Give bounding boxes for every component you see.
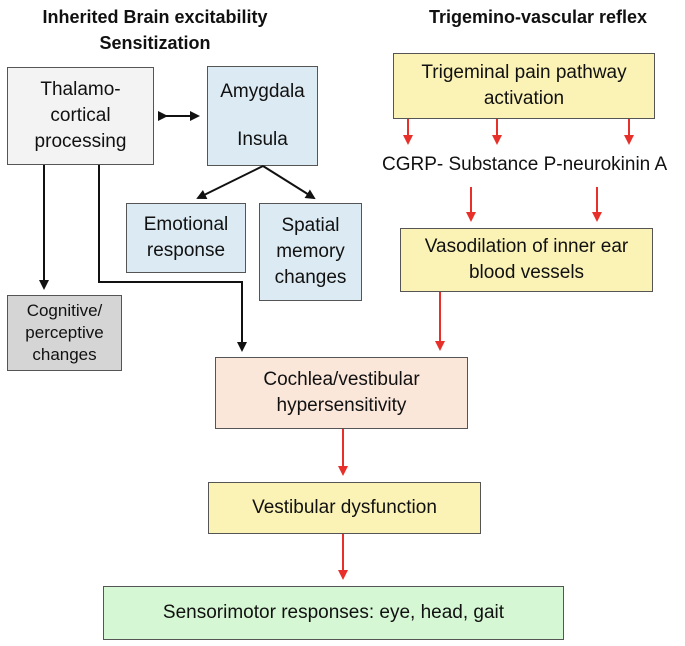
vestibular-dysfunction-box: Vestibular dysfunction — [208, 482, 481, 534]
left-header-line-1: Inherited Brain excitability — [42, 7, 268, 27]
vasodilation-line-2: blood vessels — [468, 262, 585, 283]
left-header-line-2: Sensitization — [99, 33, 211, 53]
cochlea-line-1: Cochlea/vestibular — [263, 369, 420, 390]
spatial-memory-box: Spatial memory changes — [259, 203, 362, 301]
emotional-response-box: Emotional response — [126, 203, 246, 273]
spatial-line-3: changes — [274, 267, 347, 288]
cochlea-vestibular-box: Cochlea/vestibular hypersensitivity — [215, 357, 468, 429]
vasodilation-box: Vasodilation of inner ear blood vessels — [400, 228, 653, 292]
vasodilation-line-1: Vasodilation of inner ear — [424, 236, 629, 257]
thalamo-line-1: Thalamo- — [40, 79, 121, 100]
sensorimotor-label: Sensorimotor responses: eye, head, gait — [162, 602, 505, 623]
sensorimotor-box: Sensorimotor responses: eye, head, gait — [103, 586, 564, 640]
amygdala-insula-box: Amygdala Insula — [207, 66, 318, 166]
cgrp-label: CGRP- Substance P-neurokinin A — [382, 154, 668, 175]
cognitive-line-2: perceptive — [25, 323, 104, 342]
arrow-thalamo-cochlea — [98, 165, 247, 352]
emotional-line-2: response — [146, 240, 226, 261]
thalamo-line-3: processing — [34, 131, 127, 152]
cognitive-line-3: changes — [32, 345, 97, 364]
trigeminal-pain-box: Trigeminal pain pathway activation — [393, 53, 655, 119]
emotional-line-1: Emotional — [143, 214, 229, 235]
vestibular-label: Vestibular dysfunction — [252, 497, 437, 518]
thalamo-line-2: cortical — [50, 105, 111, 126]
spatial-line-1: Spatial — [281, 215, 340, 236]
insula-label: Insula — [237, 129, 288, 150]
left-header: Inherited Brain excitability Sensitizati… — [20, 4, 290, 56]
thalamo-cortical-box: Thalamo- cortical processing — [7, 67, 154, 165]
arrow-amygdala-spatial — [262, 165, 316, 200]
cochlea-line-2: hypersensitivity — [276, 395, 407, 416]
right-header: Trigemino-vascular reflex — [428, 7, 648, 27]
trigeminal-line-1: Trigeminal pain pathway — [421, 62, 627, 83]
cognitive-perceptive-box: Cognitive/ perceptive changes — [7, 295, 122, 371]
trigeminal-line-2: activation — [483, 88, 565, 109]
spatial-line-2: memory — [276, 241, 345, 262]
arrow-amygdala-emotional — [196, 165, 264, 199]
cognitive-line-1: Cognitive/ — [26, 301, 103, 320]
amygdala-label: Amygdala — [220, 81, 305, 102]
